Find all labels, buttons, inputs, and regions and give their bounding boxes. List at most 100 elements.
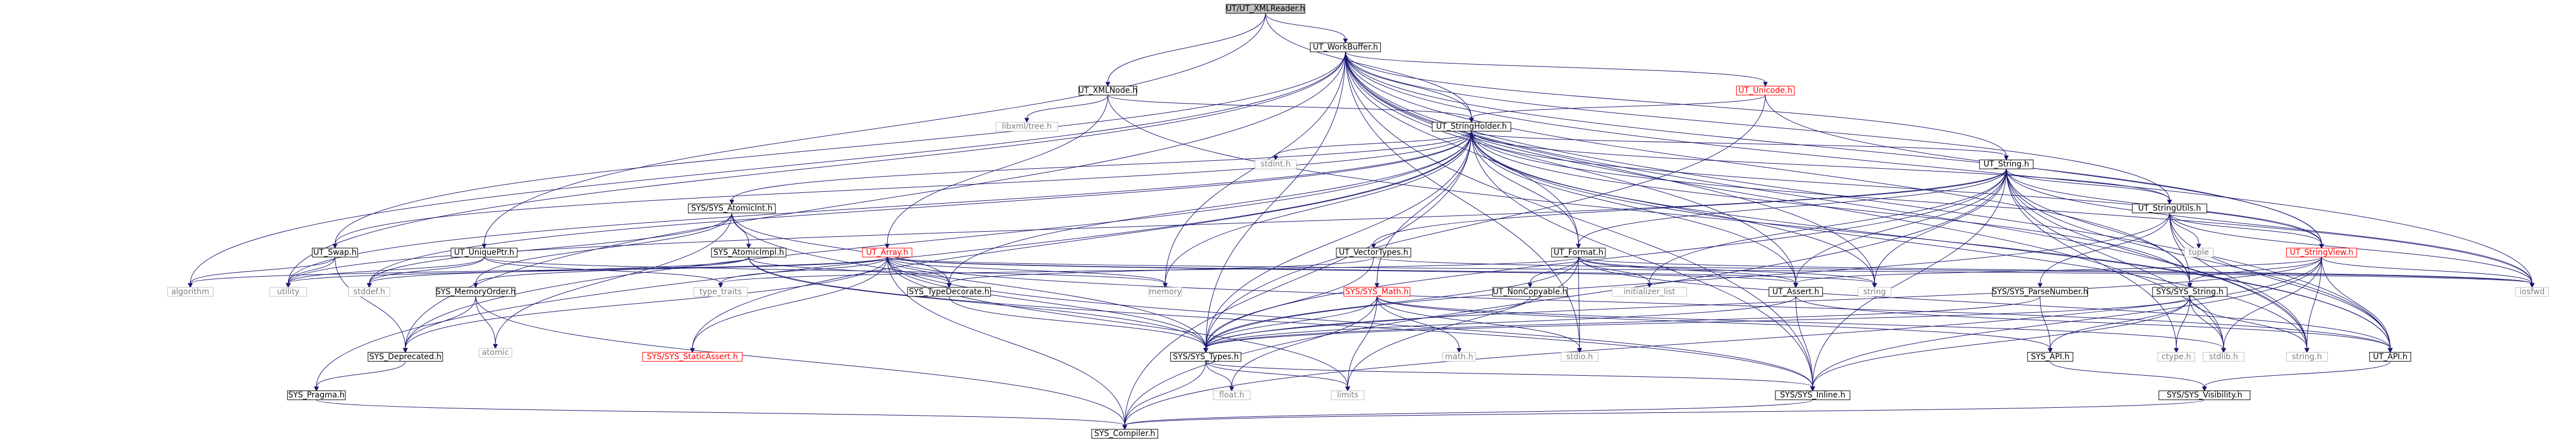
node-visibility[interactable]: SYS/SYS_Visibility.h <box>2158 390 2251 400</box>
node-box <box>688 204 776 214</box>
edge-xmlnode-to-libxml <box>1024 94 1108 123</box>
edge-sh-to-iosfwd <box>1471 131 2535 288</box>
node-math[interactable]: SYS/SYS_Math.h <box>1343 287 1411 297</box>
node-label: SYS/SYS_Math.h <box>1345 287 1409 296</box>
node-box <box>862 248 913 258</box>
node-atomicimpl[interactable]: SYS_AtomicImpl.h <box>711 248 786 258</box>
node-box <box>287 390 346 400</box>
node-box <box>1775 390 1850 400</box>
node-array[interactable]: UT_Array.h <box>862 248 913 258</box>
edge-wb-to-deprecated <box>402 52 1346 353</box>
node-box <box>1079 86 1137 96</box>
node-label: libxml/tree.h <box>1002 122 1052 131</box>
edge-format-to-typetraits <box>718 256 1579 288</box>
node-xmlnode[interactable]: UT_XMLNode.h <box>1078 86 1138 96</box>
edge-math-to-limits <box>1345 296 1378 392</box>
node-swap[interactable]: UT_Swap.h <box>312 248 358 258</box>
edge-root-to-xmlnode <box>1105 13 1266 87</box>
node-label: SYS_API.h <box>2031 352 2070 361</box>
node-staticassert[interactable]: SYS/SYS_StaticAssert.h <box>642 352 743 362</box>
node-sysstring[interactable]: SYS/SYS_String.h <box>2152 287 2228 297</box>
node-noncopyable[interactable]: UT_NonCopyable.h <box>1492 287 1568 297</box>
edge-sh-to-stddef <box>366 131 1472 288</box>
edge-utapi-to-visibility <box>2202 361 2391 392</box>
edge-vectortypes-to-systypes <box>1203 257 1374 353</box>
edge-stringview-to-sysstring <box>2187 256 2322 288</box>
node-systypes[interactable]: SYS/SYS_Types.h <box>1170 352 1241 362</box>
edge-sh-to-systypes <box>1203 131 1472 353</box>
node-parsenumber[interactable]: SYS/SYS_ParseNumber.h <box>1992 287 2088 297</box>
edge-deprecated-to-pragma <box>314 361 406 392</box>
node-box <box>2286 352 2328 362</box>
node-box <box>711 248 786 258</box>
node-box <box>693 287 748 297</box>
edge-uniqueptr-to-memory <box>484 256 1168 288</box>
node-inline[interactable]: SYS/SYS_Inline.h <box>1775 390 1850 400</box>
node-label: SYS_MemoryOrder.h <box>436 287 516 296</box>
node-label: tuple <box>2189 248 2209 257</box>
node-label: string.h <box>2292 352 2322 361</box>
node-unicode[interactable]: UT_Unicode.h <box>1736 86 1795 96</box>
edge-parsenumber-to-sysapi <box>2040 296 2053 353</box>
node-compiler[interactable]: SYS_Compiler.h <box>1091 429 1159 439</box>
node-memorder[interactable]: SYS_MemoryOrder.h <box>436 287 516 297</box>
node-box <box>995 122 1058 132</box>
node-label: UT_Unicode.h <box>1738 86 1792 95</box>
node-uniqueptr[interactable]: UT_UniquePtr.h <box>450 248 518 258</box>
node-mathh: math.h <box>1442 352 1476 362</box>
edge-format-to-stdio <box>1577 257 1582 353</box>
edge-stringutils-to-stringdoth <box>2169 213 2310 353</box>
node-label: stdint.h <box>1260 160 1290 169</box>
node-typetraits: type_traits <box>693 287 748 297</box>
node-stringview[interactable]: UT_StringView.h <box>2286 248 2357 258</box>
node-root[interactable]: UT/UT_XMLReader.h <box>1226 4 1305 14</box>
edge-stringview-to-utassert <box>1793 256 2322 288</box>
node-pragma[interactable]: SYS_Pragma.h <box>287 390 346 400</box>
node-sh[interactable]: UT_StringHolder.h <box>1432 122 1511 132</box>
edge-atomicint-to-atomicimpl <box>731 213 752 249</box>
edge-format-to-noncopyable <box>1527 256 1579 288</box>
node-utassert[interactable]: UT_Assert.h <box>1768 287 1823 297</box>
node-vectortypes[interactable]: UT_VectorTypes.h <box>1336 248 1411 258</box>
edge-array-to-algorithm <box>187 256 888 288</box>
node-label: UT_NonCopyable.h <box>1493 287 1568 296</box>
node-wb[interactable]: UT_WorkBuffer.h <box>1310 42 1381 52</box>
node-box <box>1254 159 1297 169</box>
edge-systypes-to-limits <box>1205 361 1350 392</box>
node-stringutils[interactable]: UT_StringUtils.h <box>2132 204 2207 214</box>
edge-stringview-to-iosfwd <box>2321 256 2535 288</box>
node-utapi[interactable]: UT_API.h <box>2369 352 2412 362</box>
node-format[interactable]: UT_Format.h <box>1551 248 1606 258</box>
edge-math-to-stdio <box>1376 296 1582 353</box>
node-atomicint[interactable]: SYS/SYS_AtomicInt.h <box>688 204 776 214</box>
node-box <box>1858 287 1891 297</box>
edge-sysstring-to-stringdoth <box>2189 296 2310 353</box>
node-label: stdio.h <box>1566 352 1593 361</box>
node-box <box>1343 287 1411 297</box>
edge-sh-to-inline <box>1471 131 1815 392</box>
node-typedecorate[interactable]: SYS_TypeDecorate.h <box>907 287 991 297</box>
edge-sh-to-staticassert <box>690 131 1472 353</box>
node-label: UT_Swap.h <box>314 248 357 257</box>
node-label: SYS/SYS_Visibility.h <box>2167 391 2242 400</box>
node-label: SYS_TypeDecorate.h <box>909 287 990 296</box>
node-memory: memory <box>1148 287 1182 297</box>
node-label: SYS/SYS_StaticAssert.h <box>647 352 738 361</box>
node-sysapi[interactable]: SYS_API.h <box>2027 352 2073 362</box>
node-box <box>2152 287 2228 297</box>
edge-memorder-to-compiler <box>475 296 1128 430</box>
node-stdio: stdio.h <box>1560 352 1599 362</box>
edges-layer <box>187 13 2535 430</box>
edge-atomicint-to-systypes <box>731 213 1209 353</box>
node-utility: utility <box>269 287 307 297</box>
node-utstring[interactable]: UT_String.h <box>1979 159 2034 169</box>
node-stringdoth: string.h <box>2286 352 2328 362</box>
node-label: memory <box>1149 287 1182 296</box>
node-label: utility <box>277 287 299 296</box>
node-label: UT_XMLNode.h <box>1078 86 1137 95</box>
node-deprecated[interactable]: SYS_Deprecated.h <box>368 352 443 362</box>
node-label: math.h <box>1445 352 1473 361</box>
edge-wb-to-sh <box>1345 52 1474 123</box>
edge-systypes-to-inline <box>1205 361 1815 392</box>
